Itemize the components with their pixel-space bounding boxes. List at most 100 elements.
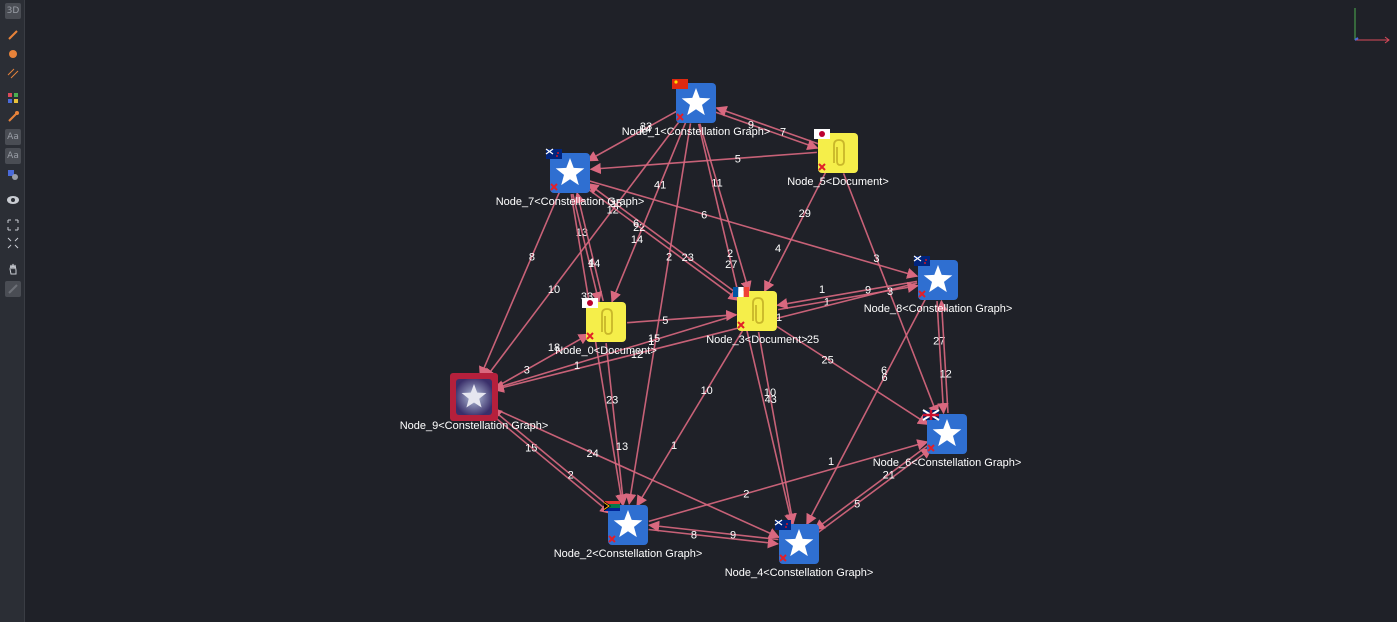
layer-visibility-icon[interactable] (5, 167, 21, 183)
edge-Node_3-Node_8[interactable]: 1 (777, 281, 919, 311)
edge-Node_7-Node_8[interactable]: 6 (589, 180, 919, 279)
node-node-1[interactable]: Node_1<Constellation Graph> (622, 79, 771, 138)
node-node-5[interactable]: Node_5<Document> (787, 129, 889, 188)
edge-Node_8-Node_3[interactable]: 9 (776, 280, 918, 310)
edge-Node_3-Node_9[interactable]: 1 (492, 314, 737, 392)
edge-Node_4-Node_2[interactable]: 9 (648, 520, 779, 542)
edge-Node_1-Node_0[interactable]: 41 (610, 121, 687, 303)
edge-weight-label: 2 (568, 470, 574, 482)
error-x-icon (676, 113, 684, 121)
edge-weight-label: 14 (588, 258, 600, 270)
edge-weight-label: 15 (525, 443, 537, 455)
text-style-icon[interactable]: Aa (5, 148, 21, 164)
edge-weight-label: 27 (933, 335, 945, 347)
node-label: Node_3<Document> (706, 334, 808, 346)
node-label: Node_6<Constellation Graph> (873, 457, 1022, 469)
hatch-pattern-icon[interactable] (5, 65, 21, 81)
edge-Node_9-Node_0[interactable]: 3 (492, 333, 590, 390)
collapse-icon[interactable] (5, 235, 21, 251)
edge-Node_3-Node_4[interactable]: 43 (757, 331, 797, 525)
edge-Node_1-Node_5[interactable]: 9 (714, 111, 819, 151)
star-icon (461, 384, 487, 408)
edge-Node_1-Node_7[interactable]: 14 (586, 110, 677, 162)
node-node-9[interactable]: Node_9<Constellation Graph> (400, 373, 549, 432)
edge-Node_2-Node_6[interactable]: 2 (648, 439, 929, 523)
edge-Node_1-Node_2[interactable]: 2 (625, 123, 692, 506)
edge-Node_5-Node_6[interactable]: 3 (842, 173, 939, 417)
node-tool-icon[interactable] (5, 46, 21, 62)
node-node-8[interactable]: Node_8<Constellation Graph> (864, 255, 1013, 315)
edge-weight-label: 27 (725, 259, 737, 271)
edge-Node_6-Node_4[interactable]: 21 (813, 444, 930, 531)
node-node-7[interactable]: Node_7<Constellation Graph> (496, 148, 645, 208)
disabled-tool-icon[interactable] (5, 281, 21, 297)
edge-Node_8-Node_4[interactable]: 6 (806, 297, 927, 526)
flag-china-icon (672, 79, 688, 89)
edge-weight-label: 9 (748, 120, 754, 132)
flag-japan-icon (582, 298, 598, 308)
node-label: Node_9<Constellation Graph> (400, 420, 549, 432)
node-node-2[interactable]: Node_2<Constellation Graph> (554, 501, 703, 560)
edge-Node_2-Node_4[interactable]: 8 (648, 528, 779, 549)
hand-pan-icon[interactable] (5, 261, 21, 277)
3d-toggle-button[interactable]: 3D (5, 3, 21, 19)
node-node-3[interactable]: Node_3<Document> (706, 287, 808, 346)
edge-weight-label: 1 (819, 284, 825, 296)
edge-weight-label: 25 (821, 354, 833, 366)
edge-weight-label: 1 (776, 312, 782, 324)
edge-Node_7-Node_9[interactable]: 8 (479, 191, 561, 378)
edge-weight-label: 25 (807, 334, 819, 346)
edge-Node_3-Node_7[interactable]: 23 (587, 183, 742, 298)
star-icon (681, 88, 711, 116)
edge-Node_5-Node_1[interactable]: 7 (715, 105, 820, 145)
edge-weight-label: 1 (648, 336, 654, 348)
edge-Node_5-Node_3[interactable]: 29 (763, 170, 828, 293)
error-x-icon (550, 183, 558, 191)
node-node-0[interactable]: Node_0<Document> (555, 298, 657, 357)
edge-weight-label: 12 (607, 205, 619, 217)
color-palette-icon[interactable] (5, 90, 21, 106)
edge-Node_3-Node_2[interactable]: 10 (636, 327, 745, 507)
edge-weight-label: 3 (873, 253, 879, 265)
edge-Node_7-Node_3[interactable]: 22 (585, 186, 740, 301)
edge-Node_9-Node_2[interactable]: 15 (488, 411, 612, 514)
node-layer: Node_0<Document> Node_1<Constellation Gra… (400, 79, 1022, 579)
edge-tool-icon[interactable] (5, 27, 21, 43)
edge-Node_5-Node_7[interactable]: 5 (589, 151, 817, 175)
error-x-icon (737, 321, 745, 329)
edge-Node_0-Node_3[interactable]: 5 (627, 309, 738, 327)
toolbar-label: Aa (7, 151, 19, 161)
flag-south-africa-icon (603, 501, 620, 511)
edge-Node_0-Node_7[interactable]: 14 (573, 191, 604, 302)
edge-Node_1-Node_9[interactable]: 12 (484, 117, 683, 380)
edge-weight-label: 43 (765, 394, 777, 406)
edge-Node_1-Node_3[interactable]: 11 (699, 123, 752, 293)
edge-weight-label: 23 (682, 252, 694, 264)
edge-Node_6-Node_8[interactable]: 12 (936, 299, 952, 413)
edge-Node_0-Node_2[interactable]: 23 (605, 343, 629, 506)
error-x-icon (818, 163, 826, 171)
eye-icon[interactable] (5, 192, 21, 208)
edge-weight-label: 5 (735, 153, 741, 165)
edge-weight-label: 2 (727, 248, 733, 260)
edge-weight-label: 1 (828, 456, 834, 468)
edge-Node_4-Node_6[interactable]: 5 (816, 447, 933, 534)
link-tool-icon[interactable] (5, 109, 21, 125)
edge-weight-label: 1 (824, 296, 830, 308)
flag-new-zealand-icon (774, 519, 791, 530)
edge-weight-label: 10 (764, 387, 776, 399)
edge-Node_9-Node_4[interactable]: 24 (491, 406, 780, 539)
edge-Node_8-Node_6[interactable]: 27 (933, 301, 949, 415)
expand-icon[interactable] (5, 217, 21, 233)
node-label: Node_2<Constellation Graph> (554, 548, 703, 560)
edge-Node_2-Node_9[interactable]: 2 (490, 408, 614, 511)
edge-Node_3-Node_6[interactable]: 25 (772, 323, 930, 426)
text-label-icon[interactable]: Aa (5, 129, 21, 145)
edge-weight-label: 4 (588, 257, 594, 269)
node-node-6[interactable]: Node_6<Constellation Graph> (873, 409, 1022, 469)
edge-weight-label: 1 (671, 440, 677, 452)
node-node-4[interactable]: Node_4<Constellation Graph> (725, 519, 874, 579)
edge-weight-label: 2 (666, 252, 672, 264)
